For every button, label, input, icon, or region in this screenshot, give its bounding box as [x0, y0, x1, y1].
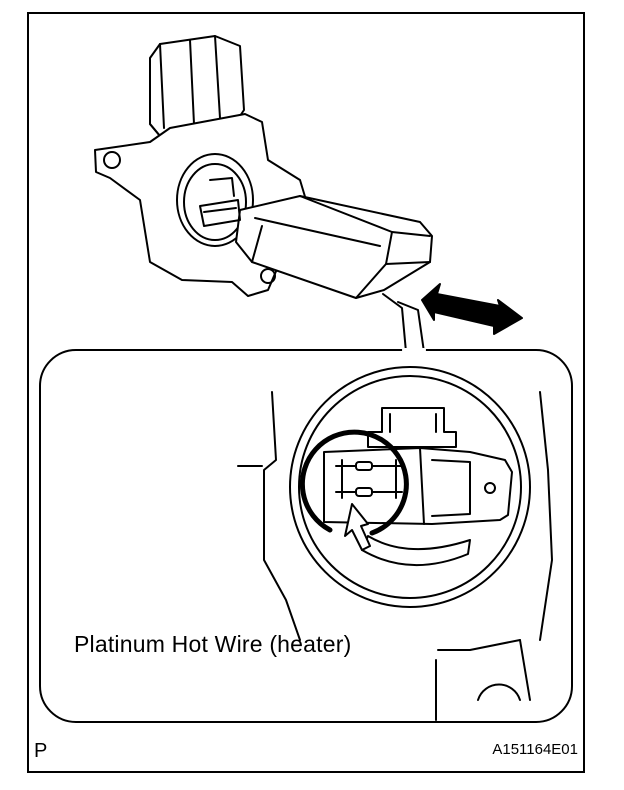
- airflow-arrow-icon: [421, 283, 523, 335]
- leader-line: [397, 301, 425, 353]
- corner-mark: P: [34, 740, 48, 762]
- sensor-assembly: [94, 35, 433, 299]
- pointer-arrow-icon: [344, 503, 371, 551]
- detail-callout-box: [39, 349, 573, 723]
- leader-line: [382, 293, 407, 353]
- detail-view: [237, 366, 553, 721]
- diagram-frame: [27, 12, 585, 773]
- callout-label: Platinum Hot Wire (heater): [74, 631, 352, 657]
- figure-code: A151164E01: [492, 741, 578, 758]
